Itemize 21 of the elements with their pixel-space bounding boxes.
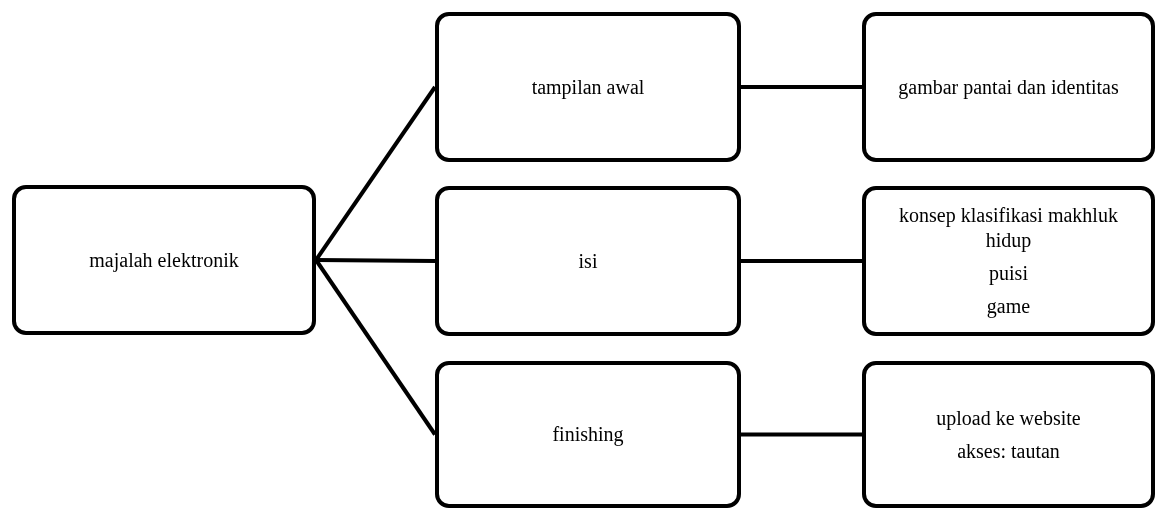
- rounded-box: [862, 186, 1155, 336]
- rounded-box: [12, 185, 316, 335]
- box-text: game: [986, 294, 1031, 319]
- connector-line: [741, 432, 862, 437]
- rounded-box: [435, 186, 741, 336]
- connector-line: [316, 258, 435, 263]
- rounded-box: [435, 12, 741, 162]
- connector-line: [741, 85, 862, 89]
- rounded-box: [435, 361, 741, 508]
- box-text: upload ke website: [936, 405, 1081, 431]
- rounded-box: [862, 12, 1155, 162]
- box-text: finishing: [552, 422, 624, 447]
- box-text: puisi: [989, 261, 1028, 286]
- connector-line: [741, 259, 862, 263]
- box-text: majalah elektronik: [89, 247, 239, 273]
- box-text: gambar pantai dan identitas: [898, 74, 1119, 100]
- box-text: konsep klasifikasi makhluk hidup: [898, 203, 1119, 253]
- box-text: akses: tautan: [957, 438, 1060, 464]
- rounded-box: [862, 361, 1155, 508]
- box-text: isi: [578, 248, 598, 274]
- box-text: tampilan awal: [531, 74, 645, 100]
